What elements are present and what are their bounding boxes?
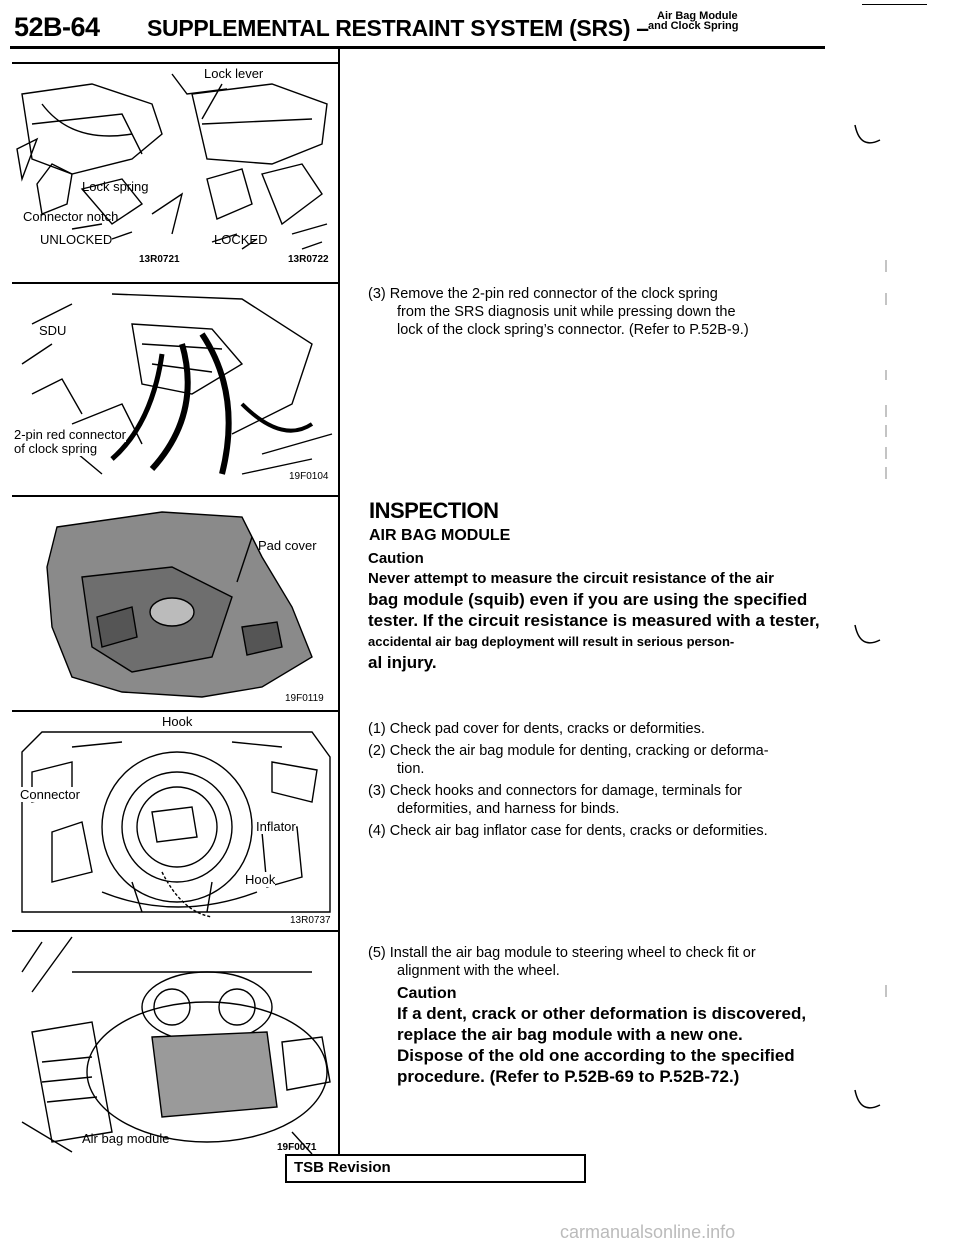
inspection-heading: INSPECTION (369, 498, 499, 523)
caution-2: Caution If a dent, crack or other deform… (397, 985, 837, 1087)
figure-code-4: 19F0119 (285, 693, 324, 704)
figure-pad-cover: Pad cover 19F0119 (12, 495, 338, 705)
column-divider (338, 49, 340, 1155)
subtitle-line1: Air Bag Module (657, 10, 738, 22)
margin-marks (854, 124, 887, 1109)
watermark: carmanualsonline.info (560, 1222, 736, 1242)
step3-line1: (3) Remove the 2-pin red connector of th… (368, 286, 718, 302)
caution2-line3: Dispose of the old one according to the … (397, 1046, 795, 1065)
top-divider (862, 4, 927, 5)
figure-airbag-module: Air bag module 19F0071 (12, 930, 338, 1157)
figure-code-2: 13R0722 (288, 254, 329, 265)
step5-line2: alignment with the wheel. (397, 963, 560, 979)
figure-lock-lever: Lock lever Lock spring Connector notch U… (12, 62, 338, 270)
label-sdu: SDU (39, 323, 67, 338)
step-3: (3) Remove the 2-pin red connector of th… (368, 285, 833, 339)
section-title: SUPPLEMENTAL RESTRAINT SYSTEM (SRS) – (147, 15, 649, 41)
figure-code-1: 13R0721 (139, 254, 180, 265)
label-of-clock-spring: of clock spring (14, 441, 98, 456)
figure-code-5: 13R0737 (290, 915, 331, 926)
figure-code-6: 19F0071 (277, 1142, 317, 1153)
inflator-drawing (21, 731, 331, 918)
check-1: (1) Check pad cover for dents, cracks or… (368, 721, 705, 737)
label-locked: LOCKED (214, 232, 268, 247)
label-hook-top: Hook (162, 714, 193, 729)
tsb-revision-label: TSB Revision (294, 1159, 391, 1176)
check-2-line1: (2) Check the air bag module for denting… (368, 743, 769, 759)
label-2pin-connector: 2-pin red connector (14, 427, 127, 442)
check-3-line2: deformities, and harness for binds. (397, 801, 620, 817)
check-4: (4) Check air bag inflator case for dent… (368, 823, 768, 839)
step3-line2: from the SRS diagnosis unit while pressi… (397, 304, 736, 320)
caution1-line5: al injury. (368, 653, 437, 672)
section-subtitle: Air Bag Module and Clock Spring (648, 10, 739, 32)
header-rule (10, 46, 825, 49)
pad-cover-drawing (46, 511, 313, 698)
label-lock-lever: Lock lever (204, 66, 264, 81)
sdu-drawing (16, 293, 333, 475)
caution2-line2: replace the air bag module with a new on… (397, 1025, 743, 1044)
label-connector-notch: Connector notch (23, 209, 119, 224)
airbag-module-subheading: AIR BAG MODULE (369, 527, 511, 544)
step5-line1: (5) Install the air bag module to steeri… (368, 945, 756, 961)
caution-1: Caution Never attempt to measure the cir… (368, 550, 838, 673)
check-3-line1: (3) Check hooks and connectors for damag… (368, 783, 742, 799)
caution1-line2: bag module (squib) even if you are using… (368, 590, 808, 609)
label-hook-bottom: Hook (245, 872, 276, 887)
caution2-line1: If a dent, crack or other deformation is… (397, 1004, 807, 1023)
label-lock-spring: Lock spring (82, 179, 149, 194)
step-5: (5) Install the air bag module to steeri… (368, 944, 833, 980)
caution1-label: Caution (368, 550, 424, 567)
caution1-line4: accidental air bag deployment will resul… (368, 634, 735, 649)
tsb-revision-box: TSB Revision (285, 1154, 586, 1183)
checks: (1) Check pad cover for dents, cracks or… (368, 720, 833, 840)
page-header: 52B-64 SUPPLEMENTAL RESTRAINT SYSTEM (SR… (0, 0, 960, 50)
caution2-line4: procedure. (Refer to P.52B-69 to P.52B-7… (397, 1067, 740, 1086)
caution1-line3: tester. If the circuit resistance is mea… (368, 611, 820, 630)
step3-line3: lock of the clock spring’s connector. (R… (397, 322, 749, 338)
figure-sdu-connector: SDU 2-pin red connector of clock spring … (12, 282, 338, 484)
figure-code-3: 19F0104 (289, 471, 329, 482)
figure-inflator: Hook Connector Inflator Hook 13R0737 (12, 710, 338, 927)
page-number: 52B-64 (14, 12, 100, 42)
label-pad-cover: Pad cover (258, 538, 317, 553)
caution1-line1: Never attempt to measure the circuit res… (368, 570, 774, 587)
label-air-bag-module: Air bag module (82, 1131, 170, 1146)
caution2-label: Caution (397, 985, 457, 1002)
label-connector: Connector (20, 787, 80, 802)
label-unlocked: UNLOCKED (40, 232, 113, 247)
steering-wheel-drawing (21, 936, 331, 1155)
label-inflator: Inflator (256, 819, 296, 834)
lock-lever-drawing (16, 73, 328, 250)
subtitle-line2: and Clock Spring (648, 20, 739, 32)
check-2-line2: tion. (397, 761, 425, 777)
